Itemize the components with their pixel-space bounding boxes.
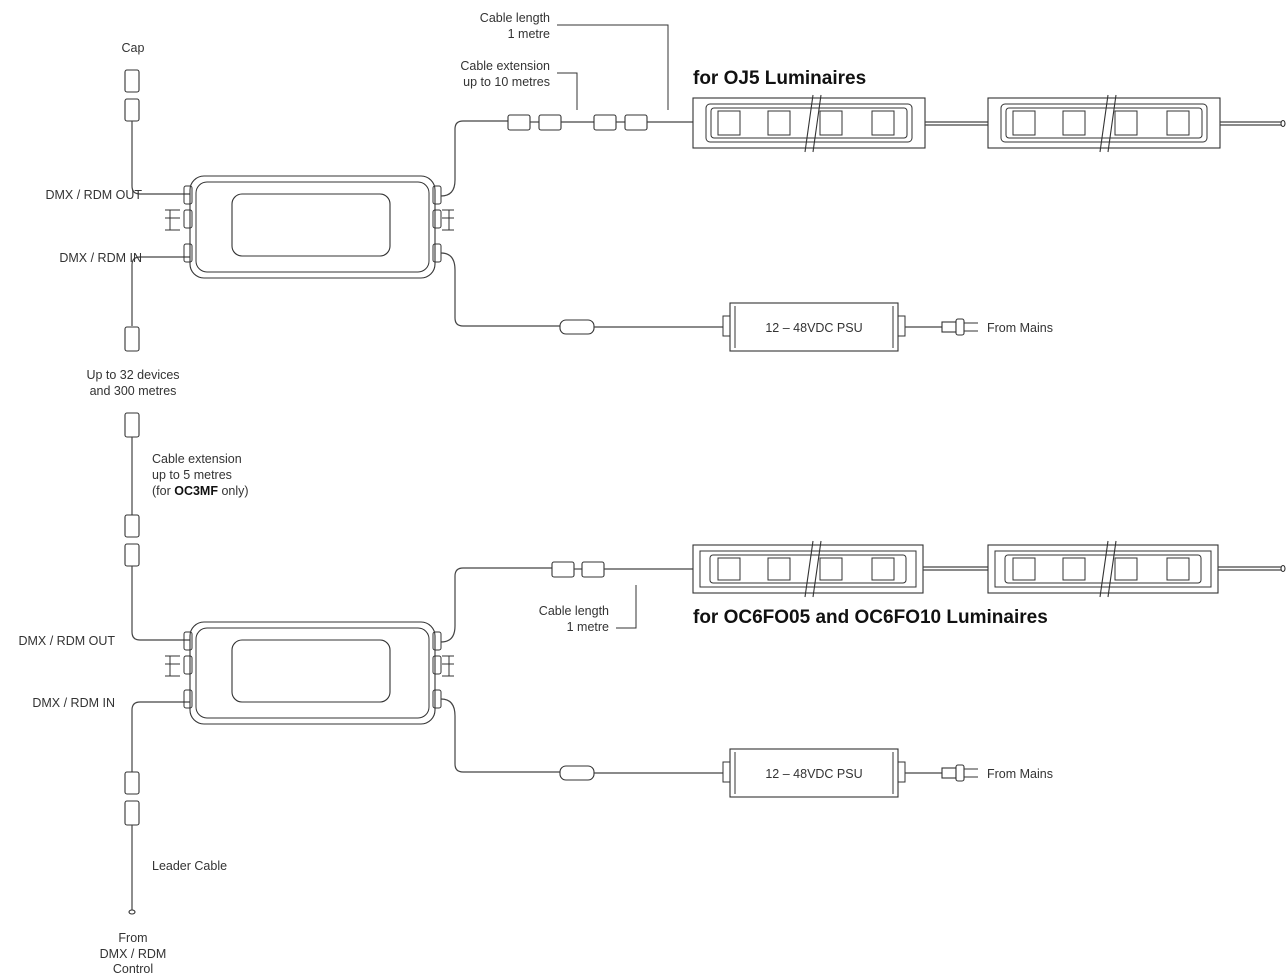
cable-length-leader-top — [557, 24, 669, 110]
title-oj5: for OJ5 Luminaires — [693, 68, 866, 89]
cable-length-top-2: 1 metre — [508, 27, 550, 41]
from-control-3: Control — [113, 962, 153, 976]
psu-label-bottom: 12 – 48VDC PSU — [765, 767, 862, 781]
ext-connector-2 — [538, 114, 562, 131]
plug-bottom — [941, 764, 978, 782]
from-control-2: DMX / RDM — [100, 947, 167, 961]
driver-window — [231, 193, 391, 257]
psu-cable-bottom — [440, 698, 560, 773]
ext-connector-3 — [593, 114, 617, 131]
bottom-connector-1 — [551, 561, 575, 578]
luminaire-oj5-2 — [987, 94, 1221, 153]
dmx-out-label-top: DMX / RDM OUT — [45, 188, 142, 202]
extension-connector-b — [124, 514, 140, 538]
psu-bottom — [722, 748, 906, 798]
from-control-1: From — [118, 931, 147, 945]
cap-connector — [124, 69, 140, 93]
psu-label-top: 12 – 48VDC PSU — [765, 321, 862, 335]
luminaire-cable-bottom — [440, 567, 552, 643]
dmx-in-cable-bottom — [131, 701, 190, 772]
leader-connector-a — [124, 771, 140, 795]
leader-connector-b — [124, 800, 140, 826]
cable-extension-1: Cable extension — [460, 59, 550, 73]
luminaire-oc6fo-1 — [692, 540, 924, 598]
cable-length-bottom-2: 1 metre — [567, 620, 609, 634]
extension-connector-a — [124, 412, 140, 438]
out-connector-top — [124, 98, 140, 122]
devices-line-1: Up to 32 devices — [86, 368, 179, 382]
plug-top — [941, 318, 978, 336]
luminaire-oj5-1 — [692, 94, 926, 153]
ext5-line-2: up to 5 metres — [152, 468, 232, 482]
luminaire-cable-top — [440, 120, 510, 197]
ext-connector-4 — [624, 114, 648, 131]
ext5-line-1: Cable extension — [152, 452, 242, 466]
mains-label-bottom: From Mains — [987, 767, 1053, 781]
luminaire-oc6fo-2 — [987, 540, 1219, 598]
cap-label: Cap — [122, 41, 145, 55]
leader-cable-label: Leader Cable — [152, 859, 227, 873]
driver-unit-bottom — [165, 621, 454, 725]
driver-window-bottom — [231, 639, 391, 703]
psu-top — [722, 302, 906, 352]
dmx-in-label-top: DMX / RDM IN — [59, 251, 142, 265]
mains-label-top: From Mains — [987, 321, 1053, 335]
in-connector-top — [124, 326, 140, 352]
left-cable-chain — [124, 69, 190, 915]
driver-unit-top — [165, 175, 454, 279]
ext5-line-3: (for OC3MF only) — [152, 484, 249, 498]
psu-cable-top — [440, 252, 560, 327]
cable-length-leader-bottom — [616, 585, 637, 629]
dmx-out-label-bottom: DMX / RDM OUT — [18, 634, 115, 648]
cable-extension-leader — [557, 72, 578, 110]
out-connector-bottom — [124, 543, 140, 567]
dmx-in-label-bottom: DMX / RDM IN — [32, 696, 115, 710]
dmx-out-cable-bottom — [131, 566, 190, 641]
psu-connector-bottom — [559, 765, 595, 781]
psu-connector-top — [559, 319, 595, 335]
cable-length-top-1: Cable length — [480, 11, 550, 25]
title-oc6fo: for OC6FO05 and OC6FO10 Luminaires — [693, 607, 1048, 628]
cable-length-bottom-1: Cable length — [539, 604, 609, 618]
dmx-out-cable-top — [131, 121, 190, 195]
dmx-in-cable-top — [131, 256, 190, 326]
bottom-connector-2 — [581, 561, 605, 578]
devices-line-2: and 300 metres — [90, 384, 177, 398]
ext-connector-1 — [507, 114, 531, 131]
cable-extension-2: up to 10 metres — [463, 75, 550, 89]
